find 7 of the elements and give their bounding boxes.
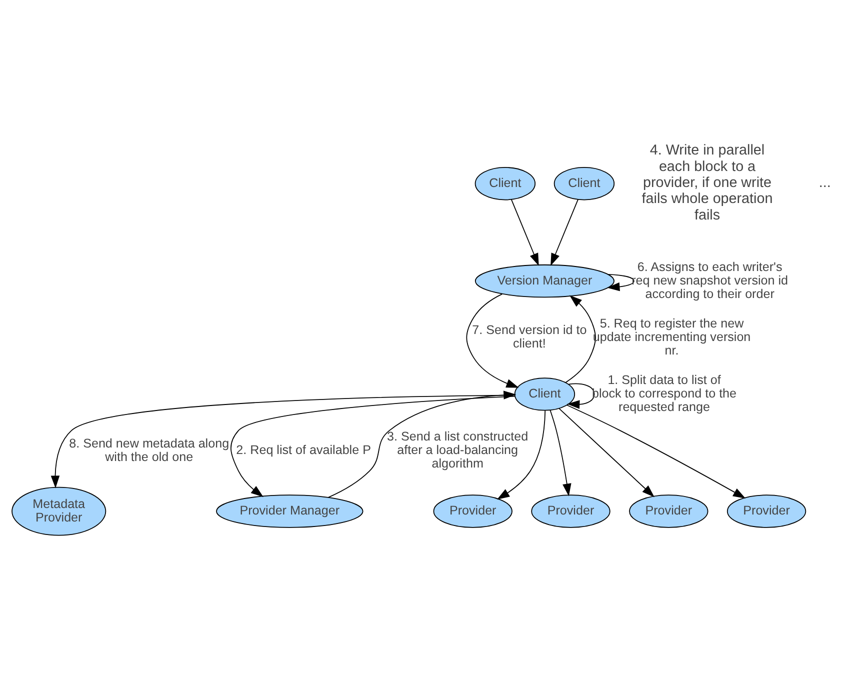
edge-label: 6. Assigns to each writer's req new snapshot version id according to their order (632, 260, 788, 301)
edge-label: 8. Send new metadata along with the old one (69, 436, 230, 464)
label: ... (818, 175, 831, 192)
edge-label: 7. Send version id to client! (472, 323, 587, 351)
edge-label: 3. Send a list constructed after a load-balancing algorithm (387, 430, 528, 471)
label: 4. Write in parallel each block to a provider, if one write fails whole operation fails (642, 142, 773, 224)
edge-label: 2. Req list of available P (236, 443, 371, 458)
